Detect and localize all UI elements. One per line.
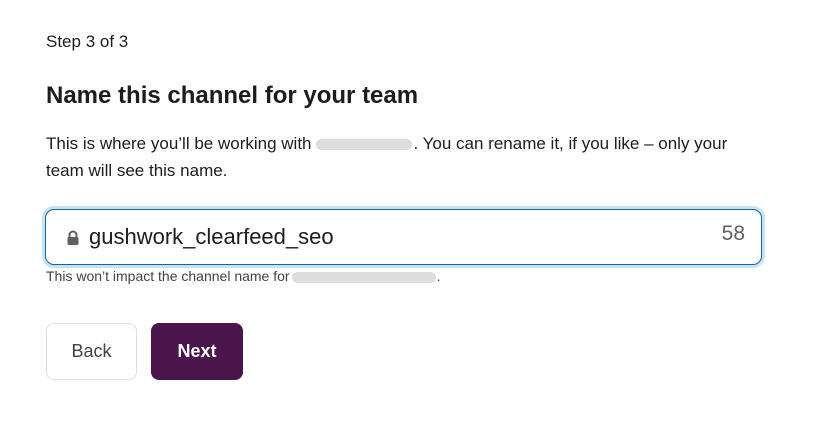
hint-text-end: . <box>436 268 441 284</box>
character-counter: 58 <box>721 222 745 245</box>
redacted-channel-name <box>291 271 436 283</box>
channel-name-input[interactable] <box>89 223 689 251</box>
back-button[interactable]: Back <box>46 323 137 380</box>
lock-icon <box>67 230 79 245</box>
channel-name-field-focus-ring: 58 <box>42 206 765 268</box>
hint-text: This won’t impact the channel name for. <box>46 268 440 284</box>
step-indicator: Step 3 of 3 <box>46 32 129 51</box>
redacted-org-name <box>315 139 412 151</box>
hint-text-start: This won’t impact the channel name for <box>46 268 290 284</box>
description-text-start: This is where you’ll be working with <box>46 134 312 153</box>
next-button[interactable]: Next <box>151 323 243 380</box>
page-title: Name this channel for your team <box>46 82 419 109</box>
description-text-end: . You can rename it, if you like – only … <box>46 134 728 180</box>
description: This is where you’ll be working with. Yo… <box>46 130 766 184</box>
channel-name-field[interactable]: 58 <box>45 209 762 265</box>
